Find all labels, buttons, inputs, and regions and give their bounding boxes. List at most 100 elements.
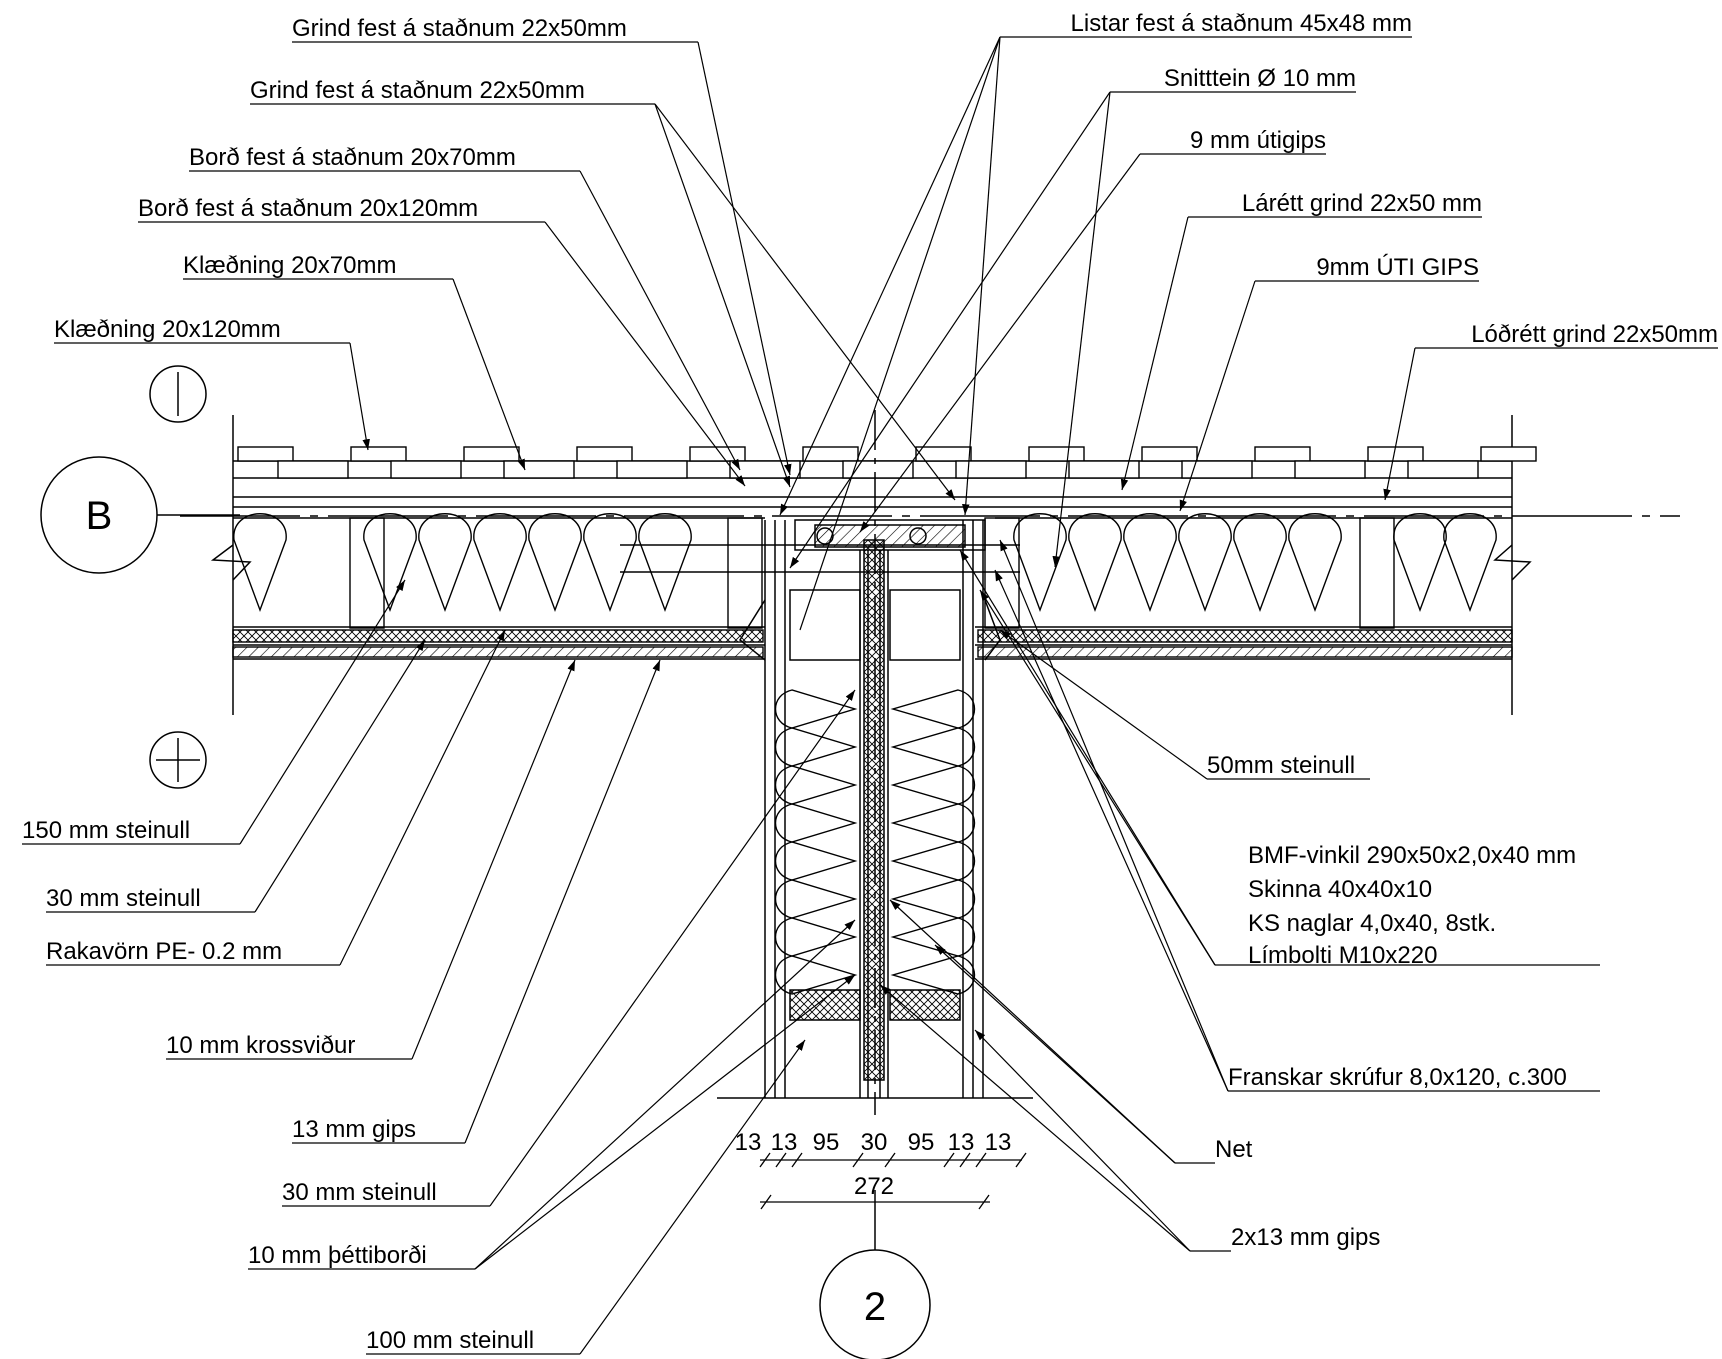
grid-marker-b: B — [86, 494, 113, 538]
leader — [1383, 347, 1416, 501]
wool-loop — [1068, 513, 1122, 613]
leader — [1179, 280, 1256, 512]
wool-loop — [418, 513, 472, 613]
wool-loop — [1123, 513, 1177, 613]
label-30-steinull-a: 30 mm steinull — [46, 885, 201, 912]
leader — [799, 36, 1001, 631]
wool-loop — [1233, 513, 1287, 613]
label-franskar: Franskar skrúfur 8,0x120, c.300 — [1228, 1064, 1567, 1091]
dimension-lines: 13 13 95 30 95 13 13 272 — [735, 1129, 1027, 1210]
wool-loop-left — [775, 879, 858, 919]
board — [1068, 460, 1140, 479]
board — [842, 460, 914, 479]
board — [1028, 446, 1085, 462]
leader — [474, 974, 856, 1270]
wool-loop-left — [775, 803, 858, 843]
tick — [884, 1152, 896, 1168]
leader — [579, 1039, 806, 1355]
label-bmf-3: KS naglar 4,0x40, 8stk. — [1248, 910, 1496, 937]
label-bmf-4: Límbolti M10x220 — [1248, 942, 1437, 969]
leader — [654, 103, 956, 501]
wool-loop-left — [775, 841, 858, 881]
label-klaedning-70: Klæðning 20x70mm — [183, 252, 396, 279]
tick — [975, 1152, 987, 1168]
label-50-steinull: 50mm steinull — [1207, 752, 1355, 779]
leader — [544, 221, 746, 487]
leader — [1120, 216, 1189, 491]
leader — [859, 153, 1141, 533]
label-bord-70: Borð fest á staðnum 20x70mm — [189, 144, 516, 171]
label-snitttein: Snitttein Ø 10 mm — [1164, 65, 1356, 92]
leader — [1052, 91, 1111, 568]
label-100-steinull: 100 mm steinull — [366, 1327, 534, 1354]
label-30-steinull-b: 30 mm steinull — [282, 1179, 437, 1206]
leader — [697, 41, 792, 476]
board — [689, 446, 746, 462]
board — [576, 446, 633, 462]
dim-95-b: 95 — [908, 1129, 935, 1156]
label-krossvidur: 10 mm krossviður — [166, 1032, 355, 1059]
wool-loop — [363, 513, 417, 613]
dim-total: 272 — [854, 1173, 894, 1200]
wool-loop-left — [775, 917, 858, 957]
leader — [349, 342, 370, 451]
leader — [254, 639, 426, 913]
leader — [999, 629, 1208, 780]
outside-symbol — [149, 731, 207, 789]
board — [463, 446, 520, 462]
board — [390, 460, 462, 479]
label-thettibordi: 10 mm þéttiborði — [248, 1242, 427, 1269]
label-grind-1: Grind fest á staðnum 22x50mm — [292, 15, 627, 42]
label-rakavorn: Rakavörn PE- 0.2 mm — [46, 938, 282, 965]
leader — [239, 579, 406, 845]
wool-loop — [1178, 513, 1232, 613]
label-uti-gips: 9mm ÚTI GIPS — [1316, 254, 1479, 281]
tick — [759, 1152, 771, 1168]
tick — [959, 1152, 971, 1168]
tick — [852, 1152, 864, 1168]
board — [1181, 460, 1253, 479]
label-bord-120: Borð fest á staðnum 20x120mm — [138, 195, 478, 222]
label-klaedning-120: Klæðning 20x120mm — [54, 316, 281, 343]
wool-loop — [473, 513, 527, 613]
label-150-steinull: 150 mm steinull — [22, 817, 190, 844]
leader — [452, 278, 526, 471]
leader — [789, 91, 1111, 569]
leader — [411, 659, 576, 1060]
leader — [654, 103, 791, 488]
labels-top-right: Listar fest á staðnum 45x48 mm Snitttein… — [1071, 10, 1718, 348]
cladding-boards — [237, 446, 1537, 479]
label-bmf-1: BMF-vinkil 290x50x2,0x40 mm — [1248, 842, 1576, 869]
tick — [978, 1194, 990, 1210]
dim-95-a: 95 — [813, 1129, 840, 1156]
leader — [979, 589, 1216, 966]
partition-wool-pattern — [775, 689, 975, 995]
label-2x13-gips: 2x13 mm gips — [1231, 1224, 1380, 1251]
board — [729, 460, 801, 479]
leader — [934, 944, 1176, 1164]
labels-top-left: Grind fest á staðnum 22x50mm Grind fest … — [54, 15, 627, 343]
inside-symbol — [149, 365, 207, 423]
wool-loop — [1288, 513, 1342, 613]
dim-13-c: 13 — [948, 1129, 975, 1156]
board — [237, 446, 294, 462]
leader — [962, 36, 1001, 516]
grid-markers: B 2 — [40, 365, 931, 1359]
leader — [474, 919, 856, 1270]
wool-loop — [1013, 513, 1067, 613]
tick — [760, 1194, 772, 1210]
wool-loop — [233, 513, 287, 613]
board — [802, 446, 859, 462]
leader — [339, 629, 506, 966]
board — [1480, 446, 1537, 462]
label-grind-2: Grind fest á staðnum 22x50mm — [250, 77, 585, 104]
wool-loop — [1393, 513, 1447, 613]
tick — [775, 1152, 787, 1168]
label-larett-grind: Lárétt grind 22x50 mm — [1242, 190, 1482, 217]
leader — [879, 984, 1191, 1252]
leader — [994, 569, 1229, 1092]
label-utigips: 9 mm útigips — [1190, 127, 1326, 154]
tick — [1015, 1152, 1027, 1168]
board — [1141, 446, 1198, 462]
